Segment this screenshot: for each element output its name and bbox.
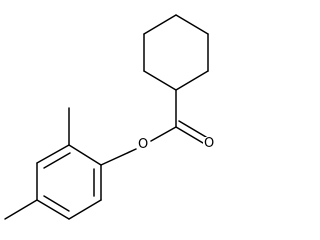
bond (36, 199, 70, 220)
structure-drawing (4, 14, 209, 220)
methyl-bond-para (4, 199, 38, 220)
ester-oxygen-label: O (137, 137, 150, 152)
bond (175, 14, 209, 35)
bond (143, 70, 177, 91)
benzene-ring (36, 144, 102, 220)
carbonyl-double-bond (175, 120, 207, 144)
carbonyl-ester-bond (150, 126, 177, 142)
bond (143, 14, 177, 35)
bond (68, 199, 102, 220)
cyclohexane-ring (143, 14, 209, 91)
bond (68, 144, 102, 166)
bond (36, 144, 70, 164)
aromatic-double-bond (43, 195, 70, 212)
bond (175, 126, 204, 144)
molecule-canvas: O O (4, 14, 216, 220)
aromatic-double-bond (43, 152, 71, 169)
ester-aryl-bond (100, 148, 137, 166)
bond (175, 70, 209, 91)
carbonyl-oxygen-label: O (203, 136, 216, 151)
bond (178, 120, 207, 138)
